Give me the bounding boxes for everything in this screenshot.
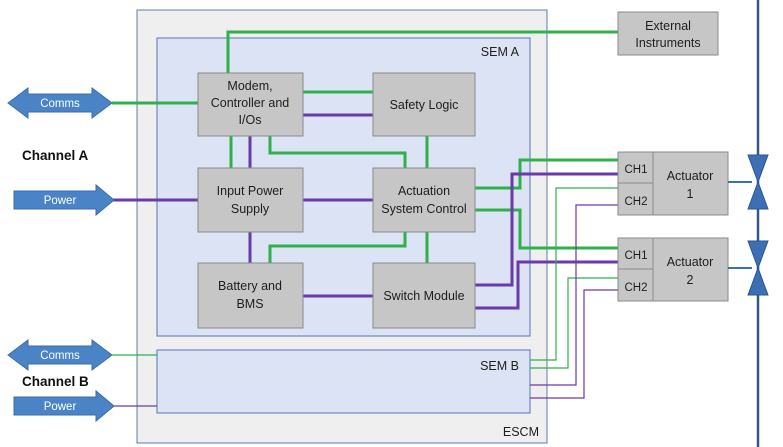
actuation-label-line2: System Control [381,202,466,216]
switch-module-label: Switch Module [383,289,464,303]
actuation-system-control-block: Actuation System Control [372,167,476,233]
external-label-line1: External [645,19,691,33]
external-label-line2: Instruments [635,36,700,50]
modem-label-line1: Modem, [227,79,272,93]
comms-a-arrow: Comms [7,87,113,119]
actuation-label-line1: Actuation [398,184,450,198]
sem-b-container [156,349,531,414]
actuator-2-ch1-label: CH1 [624,250,647,262]
actuator-1-label-line2: 1 [687,187,694,201]
power-a-arrow: Power [13,183,115,217]
comms-a-label: Comms [40,98,80,110]
actuator-1-label-line1: Actuator [667,169,714,183]
power-b-label: Power [44,401,77,413]
power-lines-sem-a [112,113,618,310]
input-power-supply-block: Input Power Supply [197,167,304,233]
comms-lines-sem-b [112,187,618,369]
comms-b-arrow: Comms [7,339,113,371]
modem-controller-block: Modem, Controller and I/Os [197,72,304,137]
power-b-arrow: Power [13,389,115,423]
escm-label: ESCM [503,425,539,439]
comms-b-label: Comms [40,350,80,362]
power-lines-sem-b [112,204,618,407]
sem-a-label: SEM A [481,45,520,59]
battery-bms-block: Battery and BMS [197,262,304,329]
input-power-label-line2: Supply [231,202,270,216]
actuator-1: CH1 CH2 Actuator 1 [617,151,729,216]
actuator-2: CH1 CH2 Actuator 2 [617,237,729,302]
battery-label-line1: Battery and [218,279,282,293]
input-power-label-line1: Input Power [217,184,284,198]
actuator-2-ch2-label: CH2 [624,282,647,294]
switch-module-block: Switch Module [372,262,476,329]
actuator-1-ch1-label: CH1 [624,164,647,176]
sem-b-label: SEM B [480,359,519,373]
power-a-label: Power [44,195,77,207]
actuator-1-ch2-label: CH2 [624,196,647,208]
channel-a-label: Channel A [22,148,89,163]
valve-2-icon [747,240,769,296]
channel-b-label: Channel B [22,374,89,389]
safety-logic-block: Safety Logic [372,72,476,137]
safety-logic-label: Safety Logic [390,98,459,112]
modem-label-line2: Controller and [211,96,290,110]
valve-1-icon [747,154,769,210]
actuator-2-label-line2: 2 [687,273,694,287]
battery-label-line2: BMS [236,297,263,311]
actuator-2-label-line1: Actuator [667,255,714,269]
modem-label-line3: I/Os [239,113,262,127]
external-instruments-block: External Instruments [617,11,719,56]
